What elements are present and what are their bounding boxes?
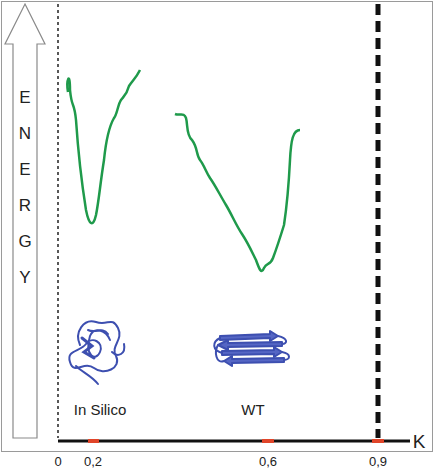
- energy-well-in-silico: [67, 70, 140, 223]
- protein-wt: [214, 331, 289, 366]
- structure-label: In Silico: [74, 402, 127, 417]
- zero-line: [57, 4, 59, 438]
- frame: [2, 2, 433, 452]
- tick-label: 0,2: [84, 455, 102, 468]
- tick-label: 0,9: [369, 455, 387, 468]
- threshold-line: [376, 4, 381, 438]
- axis-ticks: [88, 439, 384, 443]
- protein-in-silico: [69, 321, 124, 384]
- tick-label: 0: [54, 455, 61, 468]
- tick-label: 0,6: [259, 455, 277, 468]
- axis-title: ENERGY: [17, 80, 34, 296]
- structure-label: WT: [241, 402, 264, 417]
- axis-label: K: [413, 432, 426, 451]
- energy-well-wt: [175, 114, 300, 271]
- k-axis: [58, 440, 410, 443]
- energy-arrow: [5, 4, 45, 438]
